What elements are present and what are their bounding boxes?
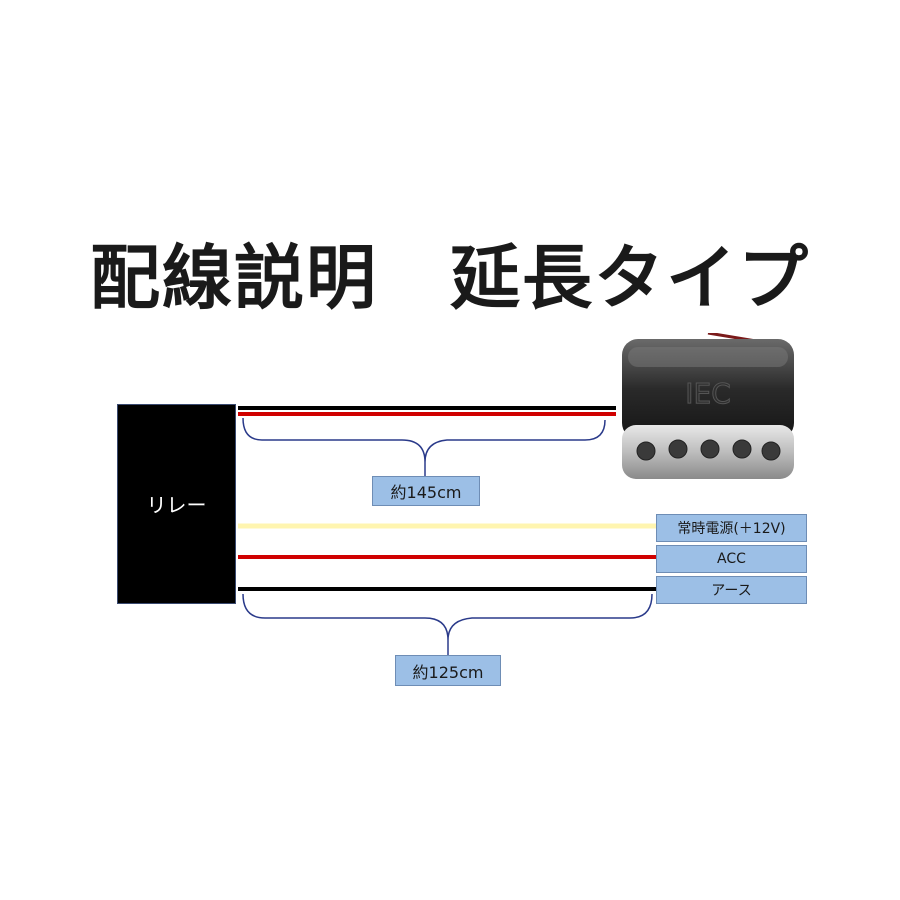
led [668,439,688,459]
battery-terminal-label: 常時電源(＋12V) [656,514,807,542]
led [636,441,656,461]
upper-length-bracket [242,417,606,463]
relay-box: リレー [117,404,236,604]
lower-length-bracket [242,593,653,641]
led [732,439,752,459]
page-title: 配線説明 延長タイプ [90,237,810,319]
acc-terminal-label: ACC [656,545,807,573]
led-device-image: IEC [616,333,799,485]
led-row [636,439,781,461]
led [761,441,781,461]
device-logo: IEC [685,377,731,410]
lower-length-label: 約125cm [395,655,501,686]
upper-length-label: 約145cm [372,476,480,506]
led [700,439,720,459]
relay-label: リレー [146,493,207,517]
ground-terminal-label: アース [656,576,807,604]
